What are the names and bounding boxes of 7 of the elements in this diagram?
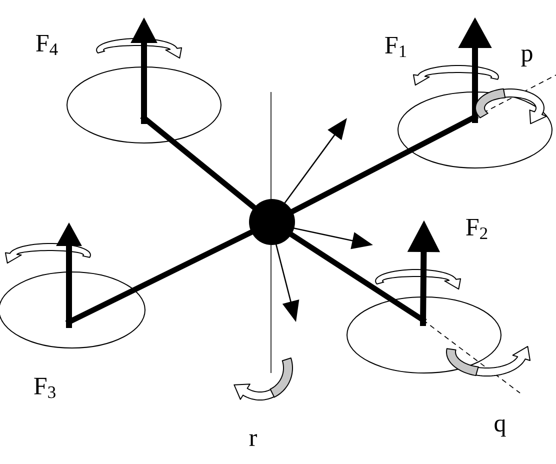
force-label: F$_{4}$: [36, 34, 58, 56]
rate-label: q: [494, 419, 506, 437]
force-label: F$_{1}$: [385, 36, 406, 58]
force-label: F$_{2}$: [466, 218, 488, 240]
rate-label: p: [521, 49, 532, 67]
force-label: F$_{3}$: [34, 378, 56, 398]
rate-label: r: [249, 434, 257, 446]
